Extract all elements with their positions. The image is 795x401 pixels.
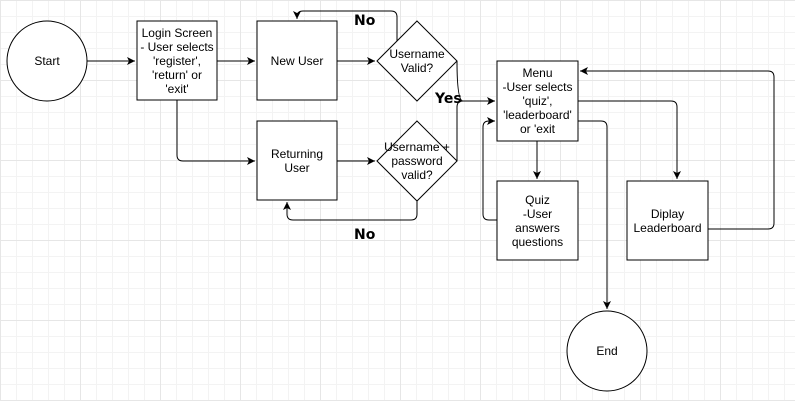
leaderboard-shape xyxy=(626,180,709,261)
edge-label-yes: Yes xyxy=(435,91,462,107)
login-shape xyxy=(136,20,218,101)
username-valid-label: Username Valid? xyxy=(389,47,445,75)
edge-login-returning xyxy=(176,100,255,165)
new-user-label: New User xyxy=(270,53,324,68)
start-label: Start xyxy=(34,54,60,68)
edge-label-no-bottom: No xyxy=(354,227,376,243)
edge-valid-no xyxy=(293,10,398,41)
edge-menu-end xyxy=(578,120,611,309)
leaderboard-label: Diplay Leaderboard xyxy=(633,206,702,235)
quiz-label: Quiz -User answers questions xyxy=(511,192,564,249)
menu-label: Menu -User selects 'quiz', 'leaderboard'… xyxy=(502,66,573,136)
end-label: End xyxy=(596,344,618,358)
menu-shape xyxy=(496,60,579,142)
edge-menu-leaderboard xyxy=(578,100,681,179)
returning-user-shape xyxy=(256,120,338,201)
end-shape xyxy=(566,310,648,392)
returning-user-label: Returning User xyxy=(270,146,324,175)
edge-valid-menu xyxy=(456,60,495,105)
edge-pwvalid-no xyxy=(283,201,418,221)
username-password-valid-label: Username + password valid? xyxy=(384,140,450,182)
login-label: Login Screen - User selects 'register', … xyxy=(140,25,214,96)
edge-label-no-top: No xyxy=(354,13,376,29)
edge-pwvalid-menu xyxy=(456,100,464,161)
edge-quiz-menu xyxy=(482,117,497,221)
new-user-shape xyxy=(256,20,338,101)
edge-leaderboard-menu xyxy=(580,67,775,230)
